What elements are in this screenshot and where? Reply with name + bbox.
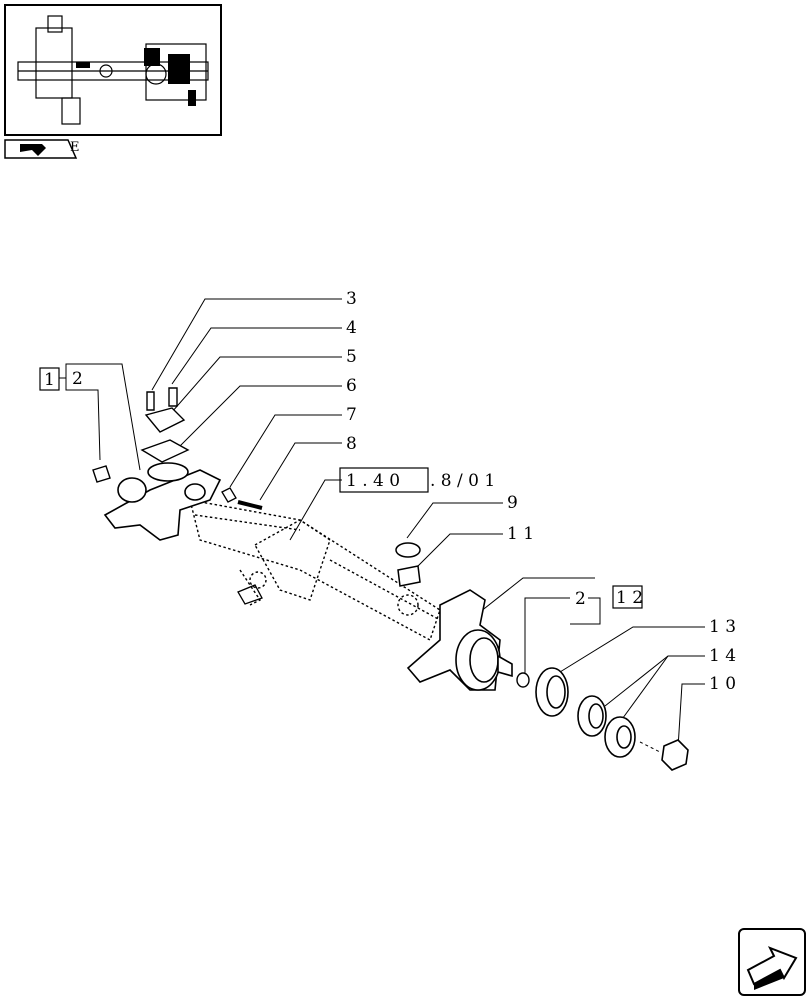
axle-ref-tail: . 8 / 0 1 xyxy=(430,471,495,491)
axle-thumbnail-icon xyxy=(17,15,209,125)
callout-2-right: 2 xyxy=(575,589,586,609)
callout-14: 1 4 xyxy=(709,646,736,666)
boxed-references xyxy=(39,367,643,609)
grease-fitting xyxy=(221,487,237,503)
pin-7 xyxy=(237,500,263,510)
callout-labels: 3 4 5 6 7 8 9 1 1 1 3 1 4 1 0 2 2 xyxy=(72,289,736,694)
callout-6: 6 xyxy=(346,376,357,396)
callout-7: 7 xyxy=(346,405,357,425)
pinion-stub xyxy=(237,584,263,605)
left-knuckle xyxy=(103,462,222,541)
folder-tab-icon xyxy=(4,139,78,159)
callout-4: 4 xyxy=(346,318,357,338)
centerline-dash xyxy=(639,741,661,753)
left-ref-box[interactable] xyxy=(39,367,60,391)
callout-10: 1 0 xyxy=(709,674,736,694)
part-11 xyxy=(397,565,421,587)
leader-lines xyxy=(59,298,705,749)
next-page-button[interactable] xyxy=(738,928,806,996)
left-ref-label[interactable]: 1 xyxy=(44,370,55,390)
part-9 xyxy=(395,542,421,558)
axle-ref-box[interactable] xyxy=(339,467,429,493)
callout-5: 5 xyxy=(346,347,357,367)
right-ref-label[interactable]: 1 2 xyxy=(616,588,643,608)
thumbnail-tab: E xyxy=(4,139,80,159)
part-14-bearings xyxy=(577,695,636,758)
callout-13: 1 3 xyxy=(709,617,736,637)
part-13-seal xyxy=(535,667,569,717)
callout-2-left: 2 xyxy=(72,369,83,389)
callout-3: 3 xyxy=(346,289,357,309)
next-page-arrow-icon xyxy=(746,946,798,990)
axle-ref-label[interactable]: 1 . 4 0 xyxy=(346,471,400,491)
callout-8: 8 xyxy=(346,434,357,454)
axle-thumbnail xyxy=(4,4,222,136)
right-knuckle xyxy=(406,589,513,691)
callout-11: 1 1 xyxy=(507,524,534,544)
part-10-nut xyxy=(661,739,689,771)
spacer-2 xyxy=(516,672,530,688)
bushing-left xyxy=(92,465,111,483)
kingpin-stack xyxy=(140,387,190,463)
axle-housing xyxy=(189,499,441,642)
callout-9: 9 xyxy=(507,493,518,513)
thumbnail-tab-letter: E xyxy=(70,140,80,155)
right-ref-box[interactable] xyxy=(612,585,643,609)
